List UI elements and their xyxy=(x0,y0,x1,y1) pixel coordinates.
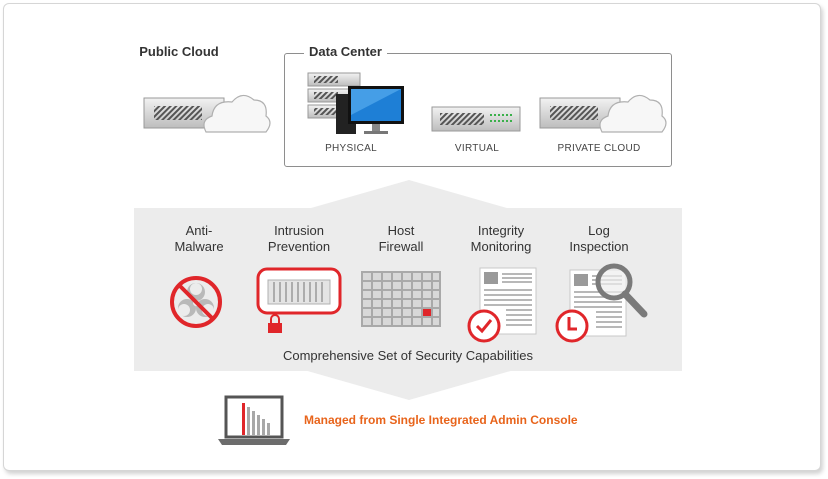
capability-line2: Monitoring xyxy=(470,239,532,254)
capability-integrity-monitoring: Integrity Monitoring xyxy=(446,223,556,255)
private-cloud-icon xyxy=(539,94,667,133)
capability-line1: Host xyxy=(387,223,415,238)
intrusion-lock-icon xyxy=(256,267,342,333)
capabilities-caption: Comprehensive Set of Security Capabiliti… xyxy=(282,348,533,363)
capability-line1: Intrusion xyxy=(274,223,324,238)
data-center-box xyxy=(284,53,672,167)
capability-anti-malware: Anti- Malware xyxy=(144,223,254,255)
capability-log-inspection: Log Inspection xyxy=(544,223,654,255)
capability-line2: Prevention xyxy=(267,239,331,254)
private-cloud-caption: PRIVATE CLOUD xyxy=(557,143,641,154)
up-arrow-shape xyxy=(304,180,514,210)
console-caption: Managed from Single Integrated Admin Con… xyxy=(304,413,578,427)
physical-caption: PHYSICAL xyxy=(325,143,377,154)
capability-intrusion-prevention: Intrusion Prevention xyxy=(244,223,354,255)
capability-line2: Inspection xyxy=(569,239,629,254)
capability-host-firewall: Host Firewall xyxy=(346,223,456,255)
server-monitor-icon xyxy=(307,72,404,134)
capability-line1: Anti- xyxy=(185,223,213,238)
diagram-frame: Public Cloud Data Center xyxy=(3,3,821,471)
public-cloud-label: Public Cloud xyxy=(139,44,219,59)
virtual-caption: VIRTUAL xyxy=(454,143,500,154)
document-magnifier-icon xyxy=(555,263,648,343)
capability-line1: Log xyxy=(588,223,610,238)
laptop-chart-icon xyxy=(218,395,290,445)
firewall-grid-icon xyxy=(361,271,441,327)
capability-line2: Firewall xyxy=(378,239,424,254)
virtual-appliance-icon xyxy=(431,106,521,132)
capability-line1: Integrity xyxy=(477,223,525,238)
data-center-title: Data Center xyxy=(304,44,387,59)
document-check-icon xyxy=(467,267,537,343)
biohazard-no-icon xyxy=(170,276,222,328)
capability-line2: Malware xyxy=(174,239,224,254)
public-cloud-icon xyxy=(143,94,271,133)
down-arrow-shape xyxy=(304,370,514,400)
